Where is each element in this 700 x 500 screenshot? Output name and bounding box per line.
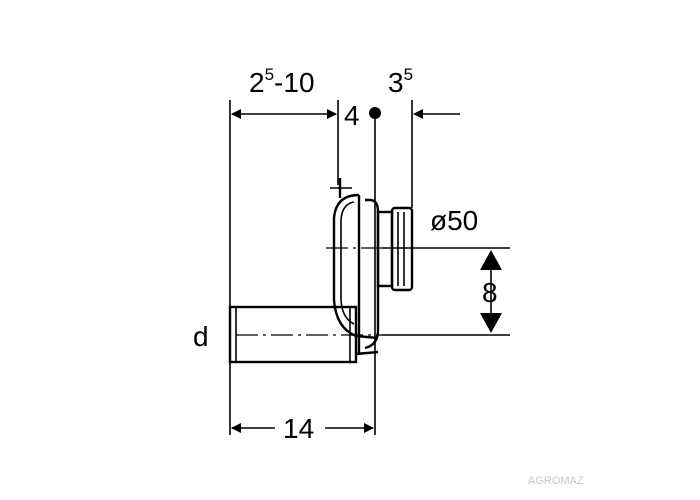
inlet-pipe [228, 305, 358, 364]
label-d: d [193, 321, 209, 352]
label-dim-bottom: 14 [283, 413, 314, 444]
extension-lines [229, 100, 510, 435]
label-dim-top-right: 35 [388, 65, 413, 98]
mounting-cross [330, 178, 352, 198]
watermark: AGROMAZ [528, 475, 584, 487]
label-dim-top-left: 25-10 [249, 65, 315, 98]
dimension-arrow-height [480, 250, 502, 333]
label-height: 8 [482, 277, 498, 308]
wall-reference-dot [369, 107, 381, 119]
outlet-spigot [376, 206, 414, 292]
label-diameter: ø50 [430, 205, 478, 236]
label-dim-4: 4 [344, 100, 360, 131]
